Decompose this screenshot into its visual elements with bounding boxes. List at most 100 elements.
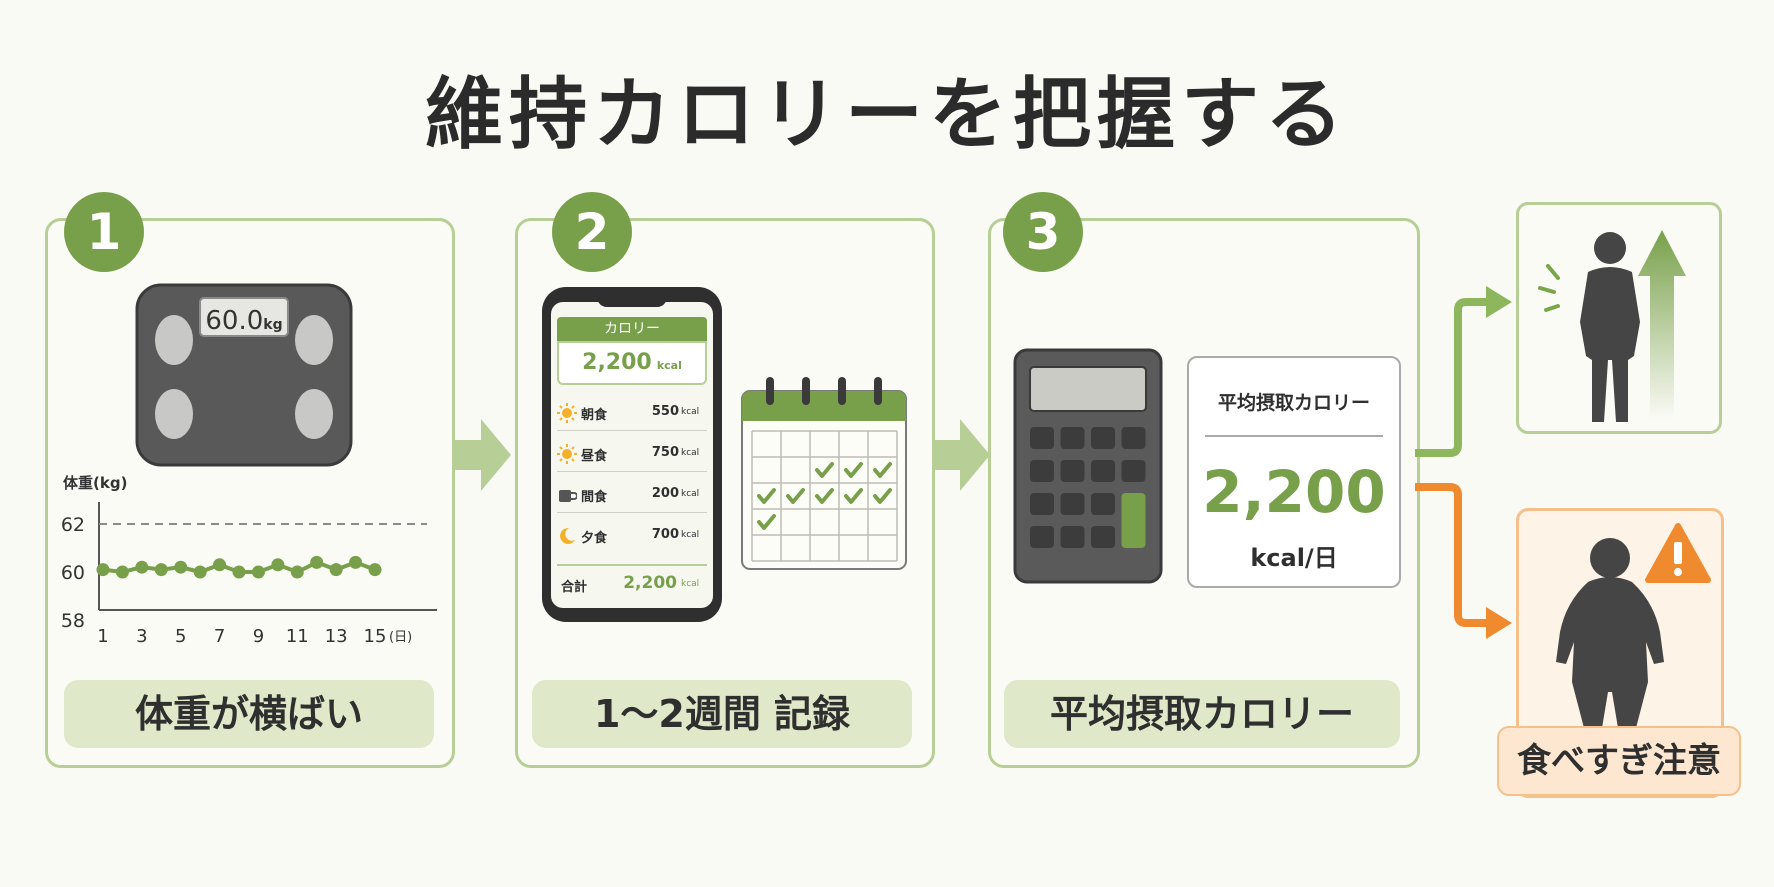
- phone-total-value: 2,200: [582, 350, 652, 375]
- meal-unit: kcal: [681, 489, 700, 499]
- check-mark-icon: [786, 488, 805, 504]
- scale-pad: [155, 389, 193, 439]
- orange-arrowhead: [1486, 607, 1512, 639]
- weight-point: [290, 565, 304, 579]
- step2-label: 1〜2週間 記録: [532, 680, 912, 748]
- meal-name: 朝食: [581, 408, 608, 423]
- meal-value: 750: [651, 445, 679, 460]
- phone-sum-value: 2,200: [623, 573, 677, 593]
- phone-header: カロリー: [557, 317, 707, 341]
- average-panel-unit: kcal/日: [1250, 544, 1338, 572]
- weight-point: [154, 563, 168, 577]
- weight-point: [115, 565, 129, 579]
- check-mark-icon: [815, 462, 834, 478]
- phone-total-unit: kcal: [656, 359, 682, 372]
- meal-row: 間食 200 kcal: [557, 476, 707, 513]
- calculator-key: [1091, 526, 1115, 548]
- x-tick-label: 3: [136, 626, 147, 647]
- y-tick-label: 62: [61, 514, 85, 536]
- phone-notch: [597, 291, 667, 307]
- x-tick-label: 13: [325, 626, 348, 647]
- weight-point: [193, 565, 207, 579]
- weight-point: [232, 565, 246, 579]
- orange-branch-arrow: [1415, 483, 1488, 627]
- phone-sum-row: 合計 2,200 kcal: [557, 564, 707, 602]
- meal-value: 550: [651, 404, 679, 419]
- arrow-right-icon: [932, 419, 990, 491]
- calculator-key: [1091, 493, 1115, 515]
- check-mark-icon: [757, 514, 776, 530]
- step3-label: 平均摂取カロリー: [1004, 680, 1400, 748]
- calculator-key: [1091, 460, 1115, 482]
- calculator-key: [1121, 427, 1146, 449]
- x-tick-label: 5: [175, 626, 186, 647]
- x-axis-suffix: (日): [389, 630, 412, 645]
- x-tick-label: 1: [97, 626, 108, 647]
- check-mark-icon: [844, 488, 863, 504]
- meal-row: 昼食 750 kcal: [557, 435, 707, 472]
- scale-pad: [155, 315, 193, 365]
- calculator-illustration: [1013, 348, 1163, 584]
- weight-point: [368, 563, 382, 577]
- person-silhouette-icon: [1538, 230, 1686, 422]
- green-branch-arrow: [1415, 298, 1488, 457]
- meal-value: 200: [651, 486, 679, 501]
- check-mark-icon: [757, 488, 776, 504]
- meal-unit: kcal: [681, 448, 700, 458]
- calculator-key: [1060, 460, 1085, 482]
- step2-badge: 2: [552, 192, 632, 272]
- phone-screen: カロリー 2,200 kcal 朝食 550 kcal 昼: [551, 302, 713, 608]
- check-mark-icon: [873, 462, 892, 478]
- phone-sum-label: 合計: [561, 580, 588, 595]
- scale-display: [199, 297, 289, 337]
- meal-row: 夕食 700 kcal: [557, 517, 707, 553]
- calculator-key: [1030, 526, 1054, 548]
- calculator-key: [1121, 460, 1146, 482]
- meal-row: 朝食 550 kcal: [557, 394, 707, 431]
- check-mark-icon: [873, 488, 892, 504]
- calculator-key: [1060, 526, 1085, 548]
- average-panel-title: 平均摂取カロリー: [1217, 392, 1370, 414]
- y-tick-label: 58: [61, 610, 85, 632]
- x-tick-label: 11: [286, 626, 309, 647]
- calculator-key: [1091, 427, 1115, 449]
- warning-label: 食べすぎ注意: [1497, 726, 1741, 796]
- scale-pad: [295, 389, 333, 439]
- weight-point: [213, 558, 227, 572]
- spark-lines: [1538, 264, 1560, 312]
- step3-badge: 3: [1003, 192, 1083, 272]
- phone-sum-unit: kcal: [681, 579, 700, 589]
- scale-reading: 60.0kg: [200, 302, 288, 340]
- scale-reading-unit: kg: [263, 317, 283, 333]
- cup-icon: [559, 490, 577, 502]
- weight-point: [271, 558, 285, 572]
- weight-point: [349, 555, 363, 569]
- sun-icon: [557, 403, 577, 423]
- step1-badge: 1: [64, 192, 144, 272]
- x-tick-label: 9: [253, 626, 264, 647]
- branch-arrows: [1415, 286, 1512, 639]
- weight-point: [135, 560, 149, 574]
- check-mark-icon: [815, 488, 834, 504]
- weight-point: [174, 560, 188, 574]
- moon-icon: [560, 527, 575, 544]
- warning-icon: [1645, 523, 1711, 583]
- calculator-key: [1060, 493, 1085, 515]
- phone-illustration: カロリー 2,200 kcal 朝食 550 kcal 昼: [542, 287, 722, 622]
- weight-point: [251, 565, 265, 579]
- weight-point: [310, 555, 324, 569]
- calculator-key: [1030, 427, 1054, 449]
- arrow-right-icon: [453, 419, 511, 491]
- x-tick-label: 7: [214, 626, 225, 647]
- calendar-illustration: [741, 377, 907, 570]
- calculator-key: [1030, 460, 1054, 482]
- meal-name: 昼食: [581, 449, 608, 464]
- scale-reading-value: 60.0: [205, 306, 264, 336]
- phone-total-box: 2,200 kcal: [557, 341, 707, 385]
- y-tick-label: 60: [61, 562, 85, 584]
- weight-point: [96, 563, 110, 577]
- up-arrow-icon: [1638, 230, 1686, 420]
- average-panel-divider: [1205, 435, 1383, 437]
